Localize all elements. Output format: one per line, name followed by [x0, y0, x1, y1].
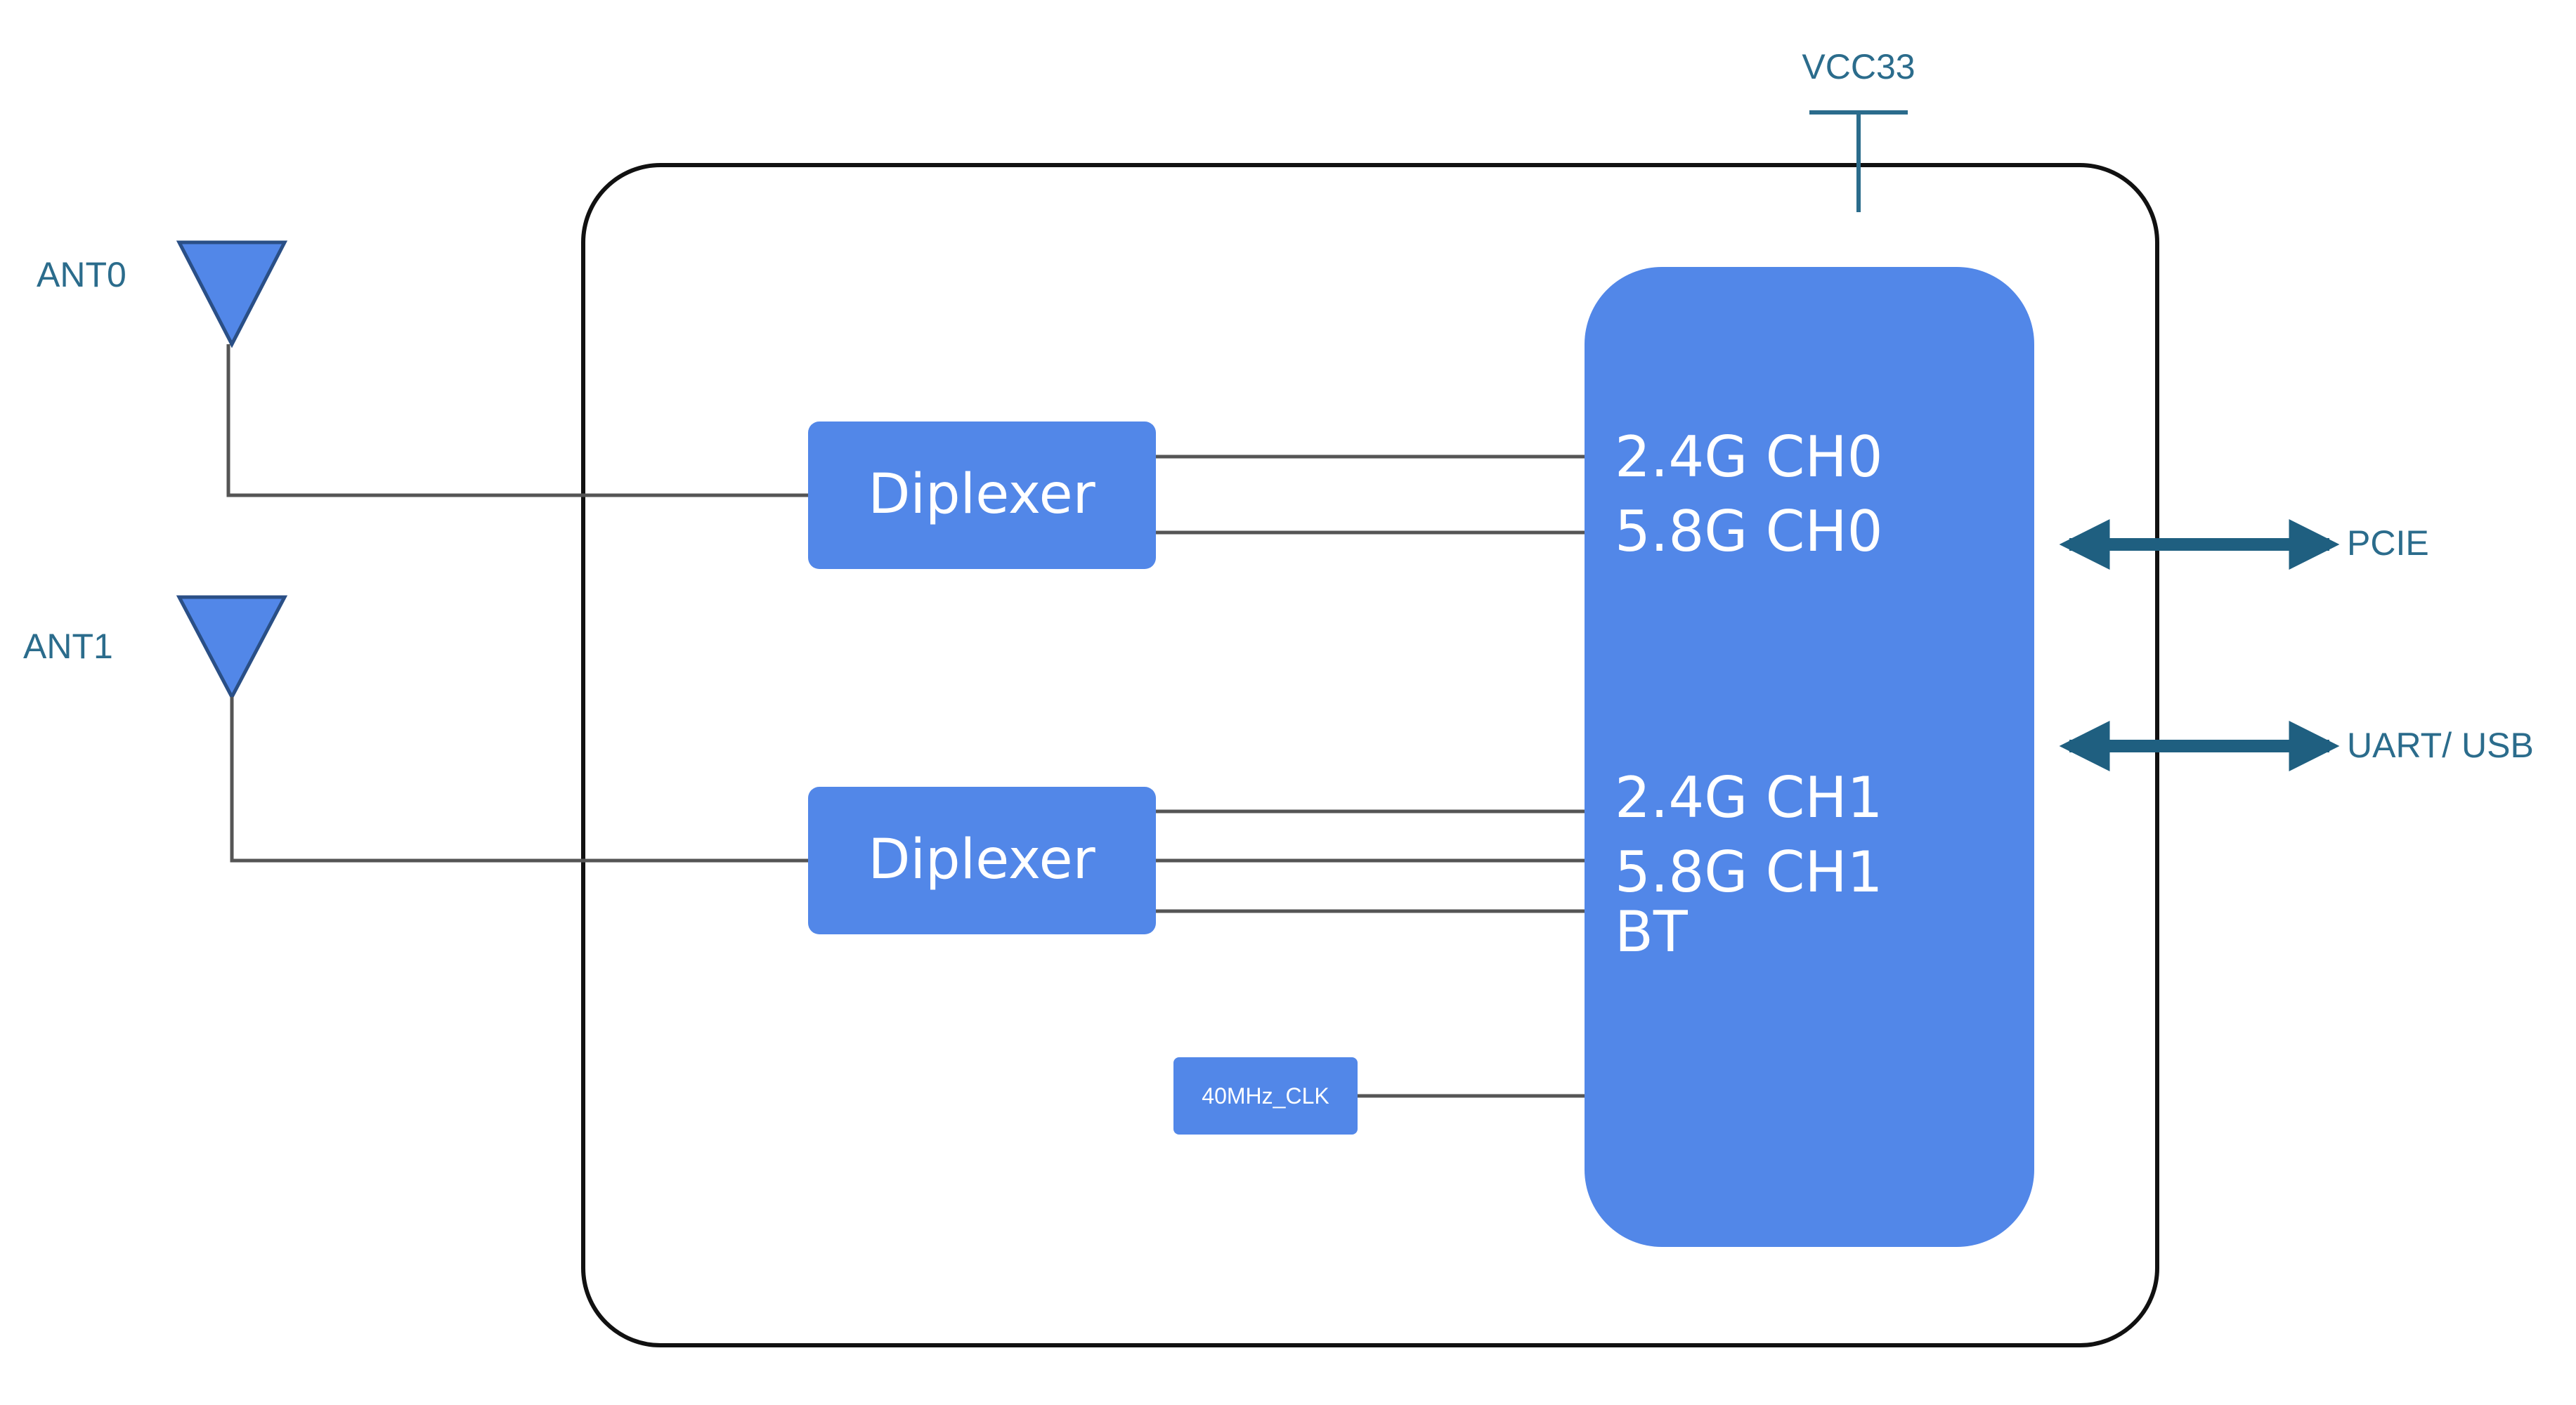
diplexer-0-label: Diplexer — [868, 463, 1095, 526]
chip-port-label: 2.4G CH1 — [1615, 765, 1883, 830]
uart-usb-label: UART/ USB — [2347, 726, 2534, 765]
ant0-feedline — [226, 344, 808, 497]
antenna-icon — [176, 595, 288, 701]
chip-port-label: 2.4G CH0 — [1615, 424, 1883, 490]
wifi-bt-chip — [1585, 267, 2034, 1247]
pcie-label: PCIE — [2347, 523, 2429, 563]
ant1-feedline — [230, 697, 808, 863]
chip-port-label: 5.8G CH0 — [1615, 499, 1883, 564]
diplexer-1 — [808, 787, 1156, 934]
diplexer-0 — [808, 422, 1156, 569]
clock-block — [1173, 1057, 1358, 1135]
clock-label: 40MHz_CLK — [1202, 1083, 1329, 1109]
chip-port-label: BT — [1615, 899, 1689, 965]
diplexer-1-label: Diplexer — [868, 828, 1095, 891]
chip-port-label: 5.8G CH1 — [1615, 839, 1883, 905]
vcc33-label: VCC33 — [1802, 47, 1915, 86]
antenna-icon — [176, 240, 288, 348]
ant1-label: ANT1 — [23, 627, 113, 666]
ant0-label: ANT0 — [37, 255, 126, 294]
